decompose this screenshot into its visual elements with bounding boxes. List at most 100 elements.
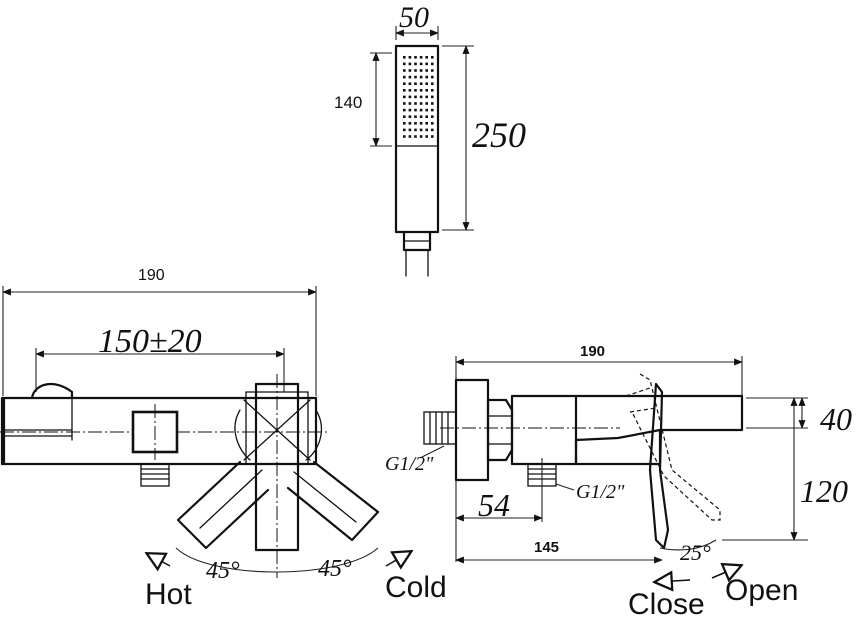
spray-nozzle — [425, 56, 428, 59]
spray-nozzle — [419, 56, 423, 59]
spray-nozzle — [431, 89, 434, 92]
spray-nozzle — [431, 122, 434, 125]
spout-outlet — [3, 429, 73, 437]
inlet-connector-left — [140, 463, 170, 487]
rotation-arc — [175, 547, 379, 573]
side-body-depth: 145 — [534, 539, 559, 556]
spray-nozzle — [403, 108, 406, 112]
spray-nozzle — [419, 95, 423, 99]
shower-head-body — [394, 44, 440, 234]
spray-nozzle — [419, 128, 423, 132]
spray-nozzle — [414, 69, 417, 72]
cold-label: Cold — [385, 571, 447, 604]
spout-cap — [30, 382, 74, 400]
side-lever — [648, 382, 670, 550]
spray-nozzle — [431, 108, 434, 112]
spray-nozzle — [425, 108, 428, 112]
spray-nozzle — [431, 102, 434, 105]
spray-nozzle — [408, 95, 412, 99]
spray-nozzle — [414, 75, 417, 79]
spray-nozzle — [414, 128, 417, 132]
side-lever-open — [631, 373, 721, 521]
spray-nozzle — [419, 115, 423, 118]
side-view-drawing: 190 G1/2" G1/2" — [385, 343, 852, 618]
front-angle-right: 45° — [318, 556, 352, 582]
spray-nozzle — [403, 62, 406, 66]
side-thread-inlet: G1/2" — [385, 453, 434, 475]
spray-nozzle — [403, 115, 406, 118]
hot-label: Hot — [145, 578, 192, 611]
side-lever-open-top — [625, 387, 657, 413]
spray-nozzle — [414, 115, 417, 118]
spray-nozzle — [403, 128, 406, 132]
spray-nozzle — [425, 128, 428, 132]
spray-nozzle — [408, 56, 412, 59]
spray-nozzle — [403, 69, 406, 72]
spray-nozzle — [408, 75, 412, 79]
spray-nozzle — [414, 135, 417, 138]
side-cartridge — [574, 428, 662, 466]
spray-nozzle — [425, 62, 428, 66]
side-total-height: 120 — [800, 473, 848, 509]
close-label: Close — [628, 588, 705, 618]
spray-nozzle — [414, 82, 417, 85]
spray-nozzle — [425, 122, 428, 125]
side-inlet-offset: 54 — [478, 487, 510, 523]
spray-nozzle — [403, 122, 406, 125]
side-spout — [574, 394, 744, 442]
spray-nozzle — [414, 89, 417, 92]
spray-nozzle — [403, 89, 406, 92]
shower-head-width: 50 — [399, 1, 429, 34]
thread-outlet-leader — [555, 483, 575, 491]
spray-nozzle — [419, 135, 423, 138]
spray-nozzle — [431, 56, 434, 59]
spray-nozzle — [414, 108, 417, 112]
spray-nozzle — [431, 128, 434, 132]
spray-nozzle — [408, 115, 412, 118]
spray-nozzle — [403, 135, 406, 138]
spray-nozzle — [425, 102, 428, 105]
spray-nozzle — [414, 62, 417, 66]
spray-nozzle — [408, 128, 412, 132]
spray-nozzle — [403, 102, 406, 105]
shower-head-drawing: 50 140 250 — [334, 1, 526, 277]
spray-nozzle — [414, 95, 417, 99]
spray-nozzle — [403, 56, 406, 59]
spray-nozzle — [419, 89, 423, 92]
spray-nozzle — [431, 135, 434, 138]
spray-nozzle — [408, 69, 412, 72]
spray-nozzle — [408, 62, 412, 66]
spray-nozzle — [408, 108, 412, 112]
spray-nozzle — [431, 115, 434, 118]
spray-nozzle — [425, 135, 428, 138]
front-overall-width: 190 — [138, 267, 165, 284]
spray-nozzle — [431, 69, 434, 72]
spray-nozzle — [408, 102, 412, 105]
spray-nozzle — [431, 62, 434, 66]
side-thread-outlet: G1/2" — [576, 481, 625, 503]
cold-direction-arrow — [385, 552, 410, 566]
spray-nozzle — [403, 95, 406, 99]
spray-nozzle — [403, 75, 406, 79]
spray-nozzle — [431, 95, 434, 99]
spray-nozzles — [403, 56, 434, 138]
spray-nozzle — [431, 75, 434, 79]
front-angle-left: 45° — [206, 558, 240, 584]
spray-nozzle — [425, 82, 428, 85]
shower-head-spray-height: 140 — [334, 93, 362, 112]
spray-nozzle — [414, 122, 417, 125]
spray-nozzle — [403, 82, 406, 85]
spray-nozzle — [419, 108, 423, 112]
open-label: Open — [725, 574, 798, 607]
spray-nozzle — [408, 82, 412, 85]
spray-nozzle — [419, 62, 423, 66]
spray-nozzle — [425, 115, 428, 118]
lever-angle-arc — [659, 539, 717, 551]
side-nut — [486, 398, 514, 462]
thread-inlet-leader — [419, 445, 445, 459]
open-direction-arrow — [711, 566, 740, 578]
side-lever-angle: 25° — [680, 540, 711, 565]
spray-nozzle — [408, 135, 412, 138]
wall-flange — [454, 378, 490, 482]
